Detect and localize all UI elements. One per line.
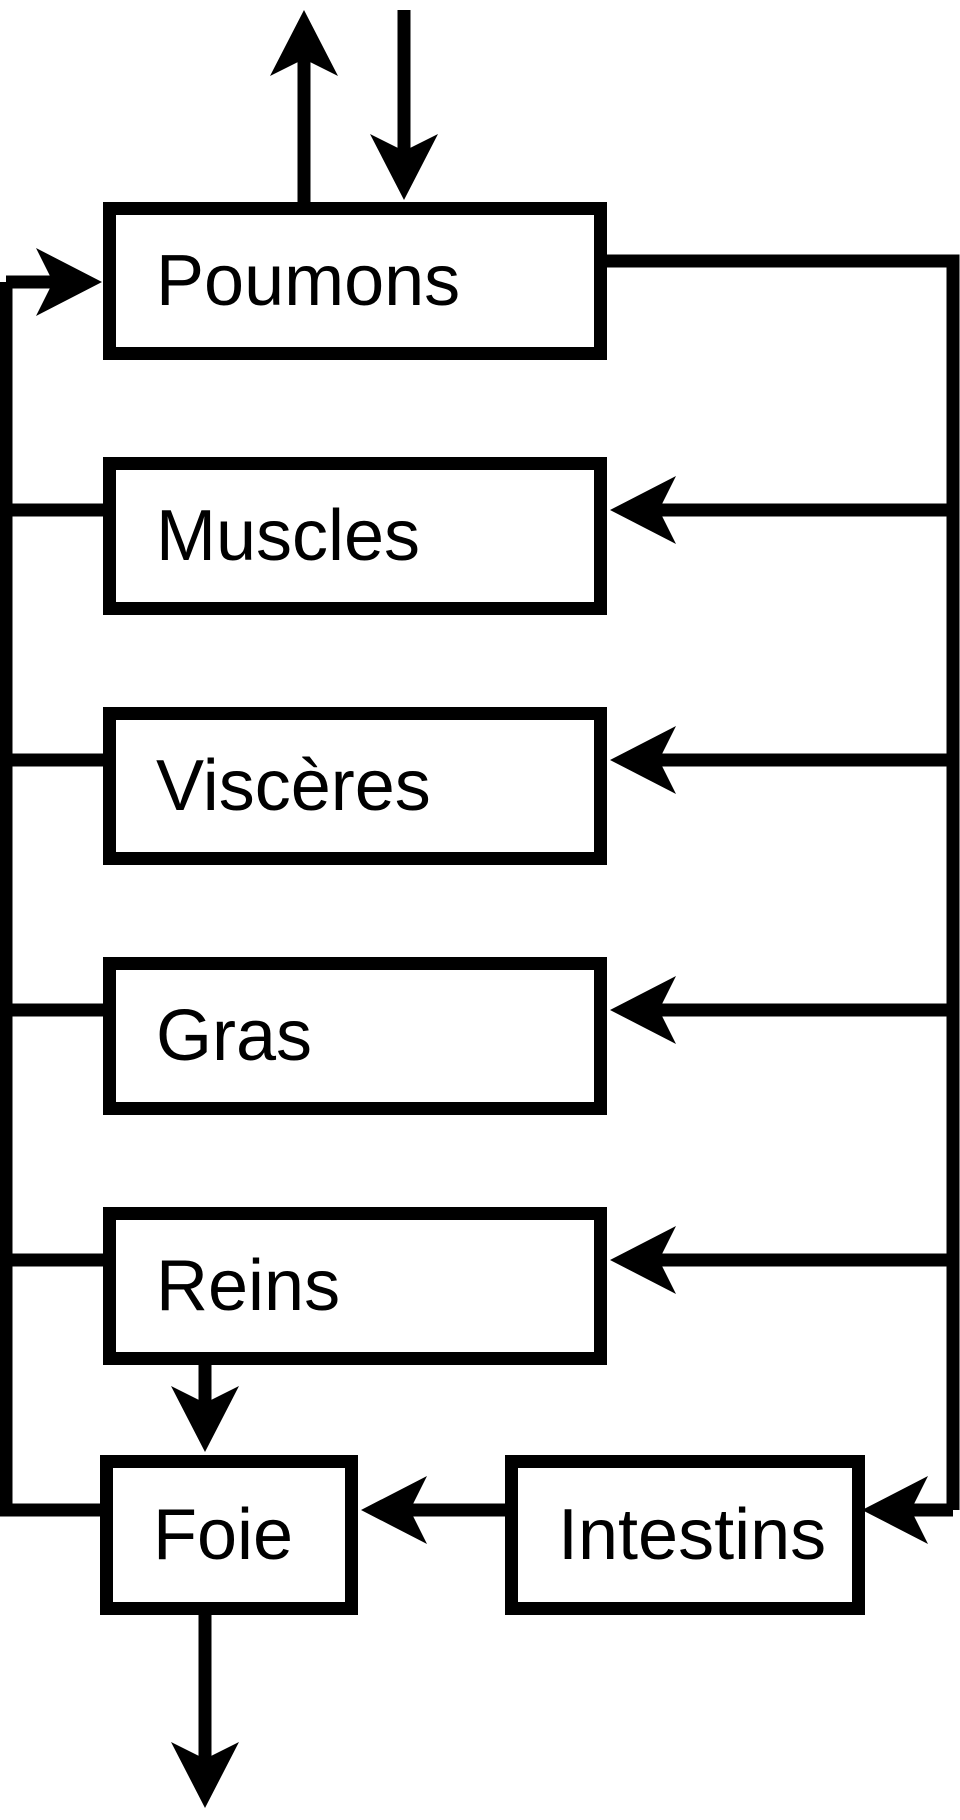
node-foie: Foie [100, 1455, 358, 1615]
node-visceres-label: Viscères [156, 746, 431, 826]
arrowhead-exhale-up [270, 10, 338, 76]
arrowhead-into-gras [610, 976, 676, 1044]
arrowhead-foie-elimination [171, 1742, 239, 1808]
node-poumons: Poumons [103, 202, 607, 360]
edge-right-arterial-trunk [607, 254, 960, 1510]
arrowhead-into-reins [610, 1226, 676, 1294]
node-muscles: Muscles [103, 457, 607, 615]
arrowhead-into-intestins [862, 1476, 928, 1544]
node-intestins-label: Intestins [558, 1495, 827, 1575]
node-gras-label: Gras [156, 996, 313, 1076]
node-muscles-label: Muscles [156, 496, 421, 576]
arrowhead-into-poumons [36, 248, 102, 316]
node-foie-label: Foie [153, 1495, 294, 1575]
node-poumons-label: Poumons [156, 241, 461, 321]
edge-left-venous-trunk [0, 282, 103, 1517]
arrowhead-into-muscles [610, 476, 676, 544]
node-gras: Gras [103, 957, 607, 1115]
node-visceres: Viscères [103, 707, 607, 865]
node-reins: Reins [103, 1207, 607, 1365]
arrowhead-intestins-to-foie [361, 1476, 427, 1544]
arrowhead-reins-to-foie [171, 1386, 239, 1452]
arrowhead-into-visceres [610, 726, 676, 794]
node-intestins: Intestins [505, 1455, 865, 1615]
arrowhead-inhale-down [370, 134, 438, 200]
node-reins-label: Reins [156, 1246, 341, 1326]
